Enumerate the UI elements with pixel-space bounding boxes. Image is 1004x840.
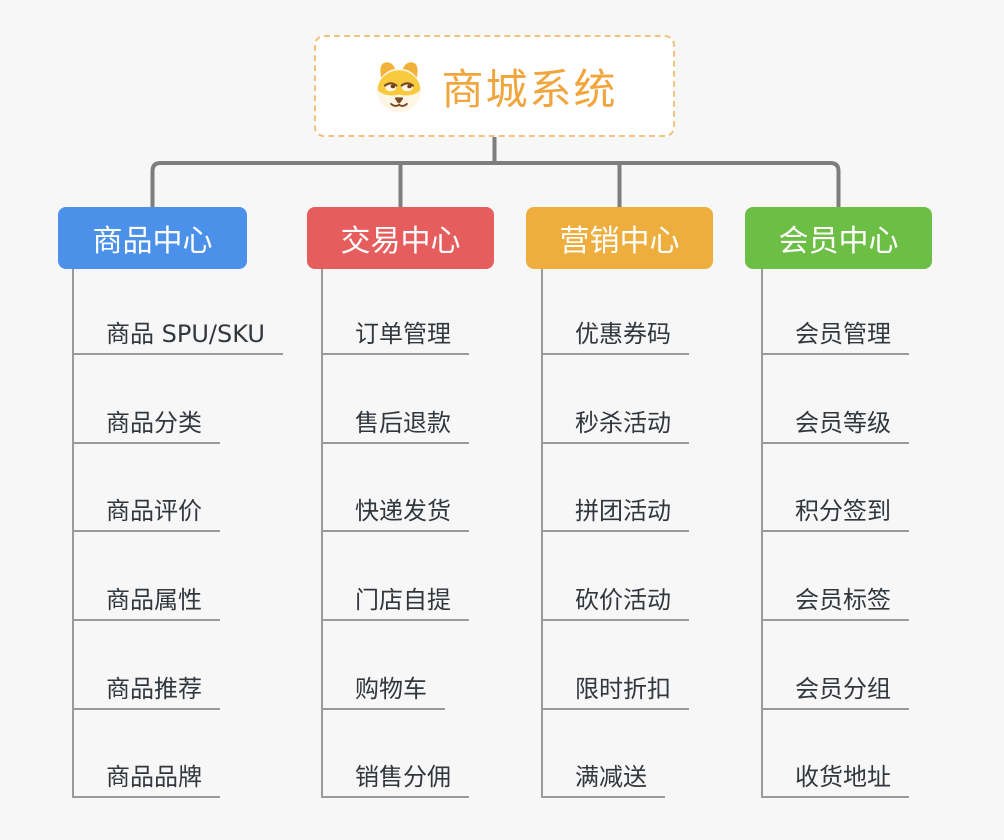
leaf-node[interactable]: 收货地址	[761, 762, 909, 798]
root-title: 商城系统	[441, 64, 618, 114]
dog-face-icon	[371, 58, 427, 114]
leaf-node[interactable]: 订单管理	[321, 319, 469, 355]
leaf-node[interactable]: 商品分类	[72, 408, 220, 444]
leaf-node[interactable]: 满减送	[541, 762, 665, 798]
leaf-node[interactable]: 砍价活动	[541, 585, 689, 621]
leaf-node[interactable]: 商品品牌	[72, 762, 220, 798]
leaf-node[interactable]: 会员等级	[761, 408, 909, 444]
leaf-node[interactable]: 商品推荐	[72, 674, 220, 710]
leaf-node[interactable]: 积分签到	[761, 496, 909, 532]
leaf-node[interactable]: 快递发货	[321, 496, 469, 532]
leaf-node[interactable]: 购物车	[321, 674, 445, 710]
leaf-node[interactable]: 商品评价	[72, 496, 220, 532]
leaf-node[interactable]: 会员分组	[761, 674, 909, 710]
leaf-node[interactable]: 门店自提	[321, 585, 469, 621]
branch-node-3[interactable]: 营销中心	[526, 207, 713, 269]
leaf-node[interactable]: 会员标签	[761, 585, 909, 621]
branch-leaf-connector	[761, 269, 763, 798]
leaf-node[interactable]: 拼团活动	[541, 496, 689, 532]
branch-leaf-connector	[321, 269, 323, 798]
branch-leaf-connector	[72, 269, 74, 798]
branch-node-4[interactable]: 会员中心	[745, 207, 932, 269]
leaf-node[interactable]: 优惠券码	[541, 319, 689, 355]
leaf-node[interactable]: 商品 SPU/SKU	[72, 319, 283, 355]
branch-node-1[interactable]: 商品中心	[58, 207, 247, 269]
branch-node-2[interactable]: 交易中心	[307, 207, 494, 269]
leaf-node[interactable]: 商品属性	[72, 585, 220, 621]
leaf-node[interactable]: 售后退款	[321, 408, 469, 444]
leaf-node[interactable]: 限时折扣	[541, 674, 689, 710]
leaf-node[interactable]: 秒杀活动	[541, 408, 689, 444]
root-node[interactable]: 商城系统	[314, 35, 675, 137]
leaf-node[interactable]: 会员管理	[761, 319, 909, 355]
leaf-node[interactable]: 销售分佣	[321, 762, 469, 798]
branch-leaf-connector	[541, 269, 543, 798]
